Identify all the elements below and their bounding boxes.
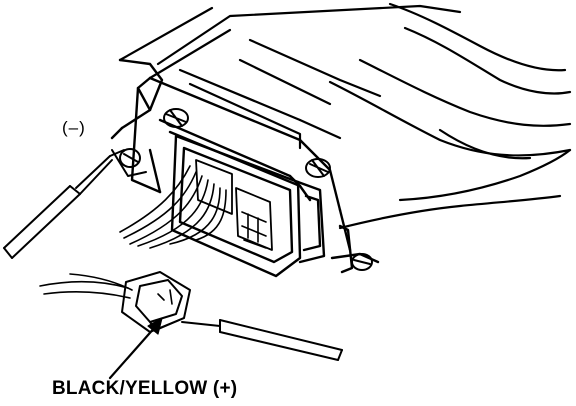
bolt-bracket <box>351 253 373 271</box>
black-yellow-positive-label: BLACK/YELLOW (+) <box>52 378 238 399</box>
bolt-right <box>305 158 331 178</box>
unit-housing <box>118 2 572 230</box>
control-module <box>110 58 380 278</box>
negative-probe <box>3 149 125 259</box>
bolt-top-left <box>163 108 189 128</box>
leader-arrow <box>108 317 163 380</box>
harness-wires <box>119 165 227 249</box>
bolt-ground <box>111 148 147 177</box>
negative-probe-label: (–) <box>62 118 86 137</box>
positive-probe <box>181 319 343 361</box>
pigtail-wires <box>39 273 133 299</box>
